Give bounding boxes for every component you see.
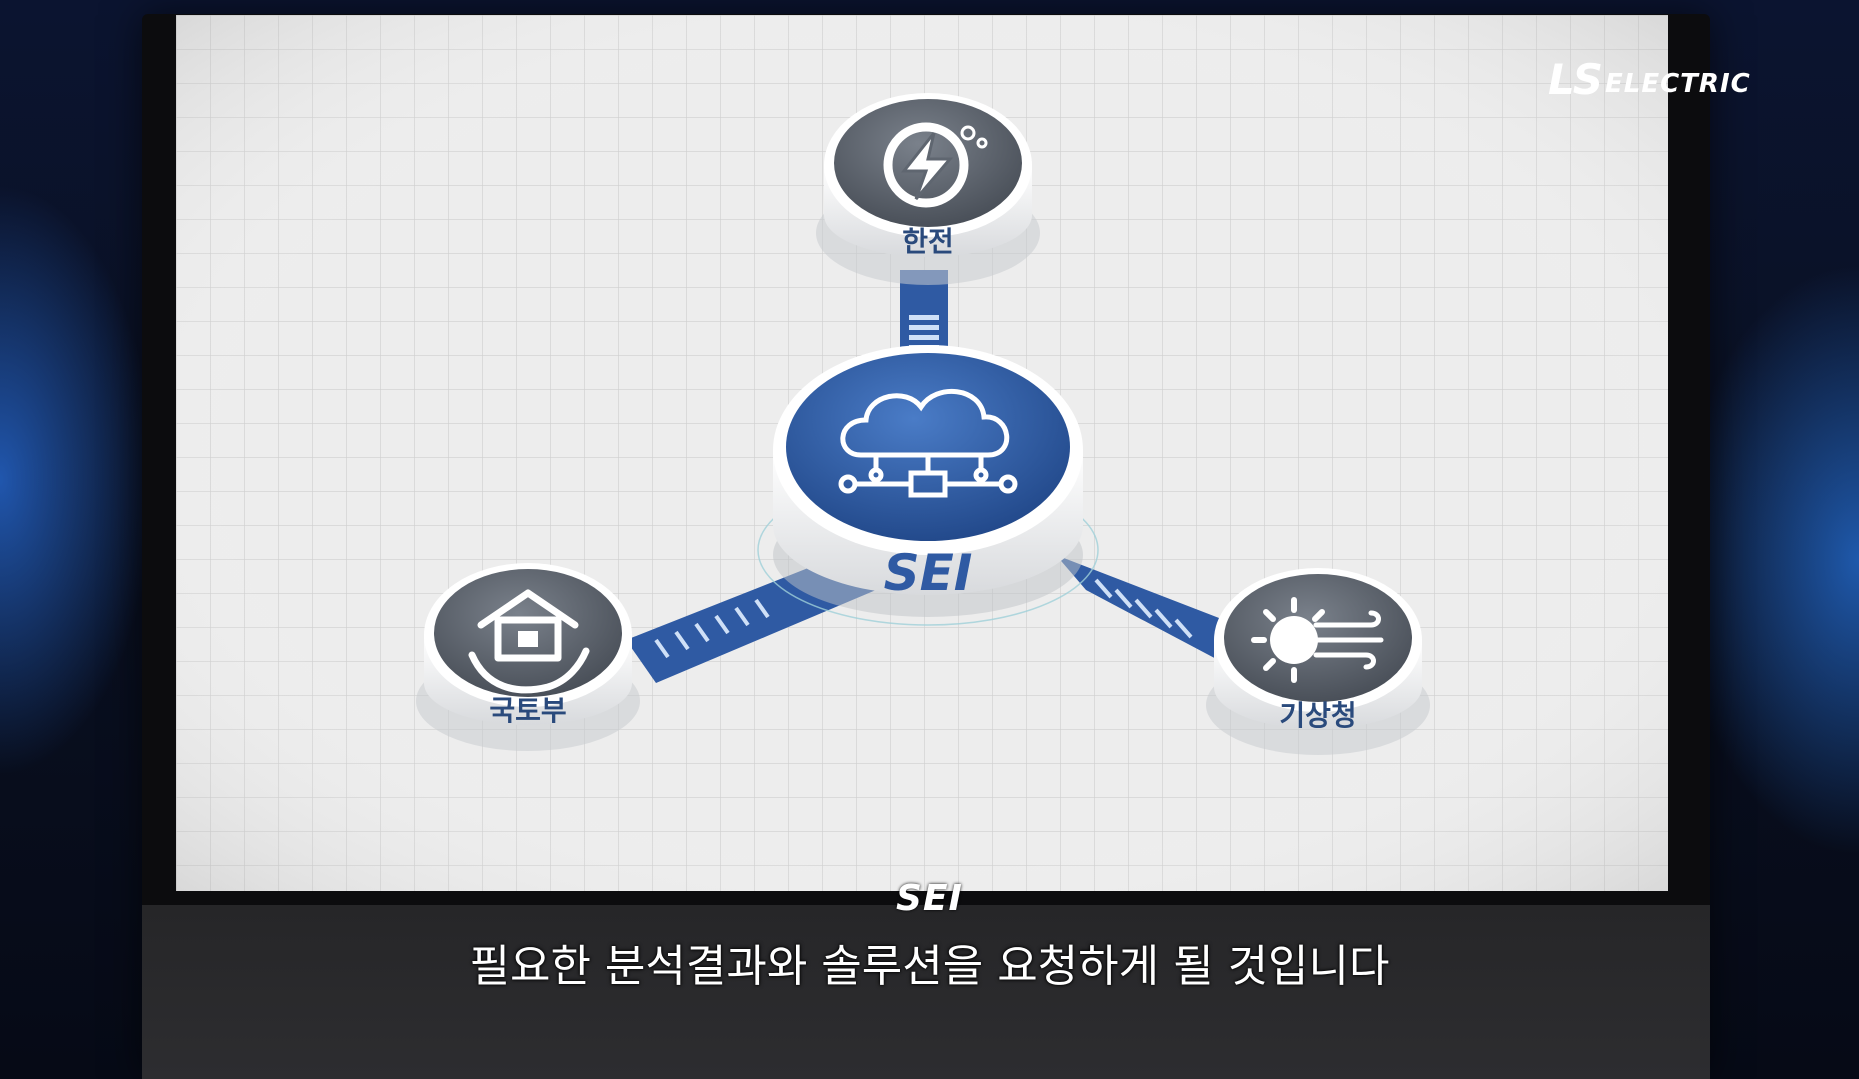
ls-electric-logo: LS ELECTRIC bbox=[1548, 50, 1751, 104]
node-kma: 기상청 bbox=[1206, 568, 1430, 755]
monitor-bezel-bottom bbox=[142, 905, 1710, 1079]
house-hand-icon bbox=[468, 589, 590, 694]
sei-node-label: SEI bbox=[884, 544, 973, 602]
node-molit: 국토부 bbox=[416, 563, 640, 751]
node-molit-label: 국토부 bbox=[489, 694, 566, 727]
sei-center-node: SEI bbox=[757, 345, 1099, 626]
logo-electric: ELECTRIC bbox=[1605, 69, 1751, 99]
subtitle-text: 필요한 분석결과와 솔루션을 요청하게 될 것입니다 bbox=[469, 941, 1390, 992]
node-kma-label: 기상청 bbox=[1279, 699, 1356, 732]
logo-ls: LS bbox=[1548, 55, 1603, 104]
node-kepco: 한전 bbox=[816, 93, 1040, 285]
network-diagram: SEI 한전 bbox=[176, 15, 1668, 891]
cloud-network-icon bbox=[838, 388, 1018, 498]
node-kepco-label: 한전 bbox=[902, 225, 954, 258]
subtitle-speaker: SEI bbox=[896, 878, 963, 919]
sun-wind-icon bbox=[1251, 597, 1384, 683]
video-screen: SEI 한전 bbox=[176, 15, 1668, 891]
lightning-icon bbox=[883, 122, 988, 208]
